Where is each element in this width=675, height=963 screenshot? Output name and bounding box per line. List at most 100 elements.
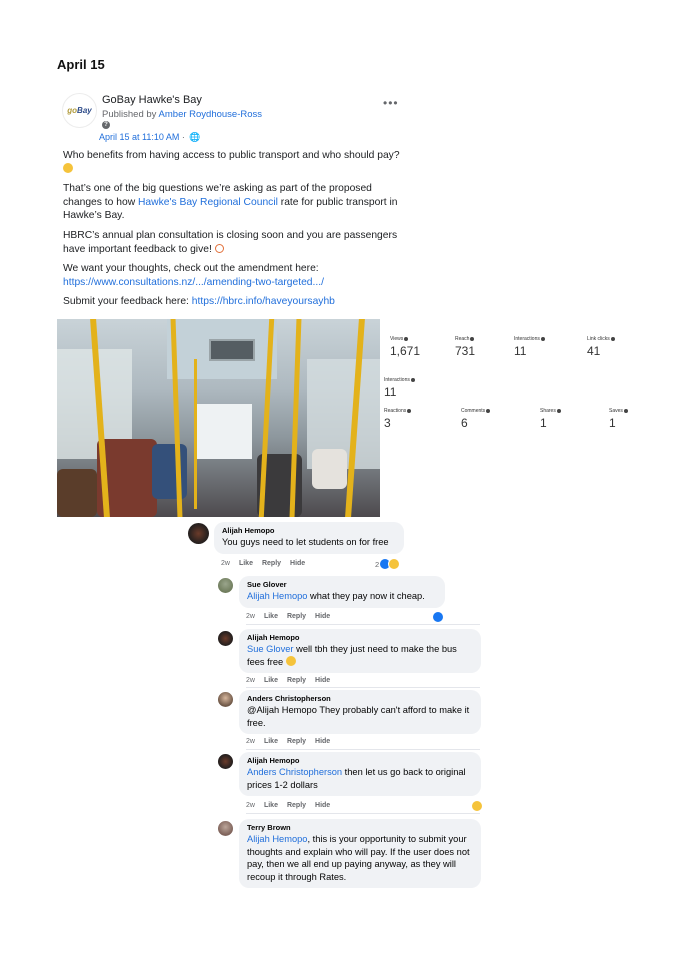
stat-label: Comments bbox=[461, 408, 486, 414]
avatar[interactable] bbox=[188, 523, 209, 544]
stat-label: Reactions bbox=[384, 408, 407, 414]
avatar[interactable] bbox=[218, 821, 233, 836]
comment-text: Anders Christopherson then let us go bac… bbox=[247, 766, 473, 791]
timestamp-text[interactable]: April 15 at 11:10 AM bbox=[99, 132, 180, 142]
info-icon[interactable] bbox=[470, 336, 475, 341]
stat-value: 731 bbox=[455, 344, 476, 358]
like-button[interactable]: Like bbox=[263, 738, 278, 745]
comment-author[interactable]: Terry Brown bbox=[247, 823, 291, 832]
hide-button[interactable]: Hide bbox=[290, 560, 306, 567]
haveyoursay-link[interactable]: https://hbrc.info/haveyoursayhb bbox=[191, 296, 335, 308]
photo-passenger bbox=[57, 469, 97, 517]
stat-value: 11 bbox=[514, 344, 527, 358]
haha-reaction-icon bbox=[471, 800, 483, 812]
stat-label: Link clicks bbox=[587, 336, 610, 342]
mention-link[interactable]: Alijah Hemopo bbox=[247, 834, 308, 844]
stat-saves: Saves 1 bbox=[609, 408, 628, 430]
smiling-emoji-icon bbox=[63, 162, 73, 173]
comment-body: what they pay now it cheap. bbox=[307, 591, 425, 601]
date-heading: April 15 bbox=[57, 57, 105, 72]
comment-bubble: Alijah Hemopo Sue Glover well tbh they j… bbox=[239, 629, 481, 673]
post-paragraph-2: That’s one of the big questions we’re as… bbox=[63, 182, 408, 223]
info-icon[interactable] bbox=[407, 408, 412, 413]
info-icon[interactable] bbox=[556, 408, 561, 413]
comment-bubble: Terry Brown Alijah Hemopo, this is your … bbox=[239, 819, 481, 888]
post-timestamp[interactable]: April 15 at 11:10 AM · 🌐 bbox=[99, 132, 201, 142]
info-icon[interactable] bbox=[486, 408, 491, 413]
comment-author[interactable]: Alijah Hemopo bbox=[222, 526, 275, 535]
hide-button[interactable]: Hide bbox=[315, 613, 331, 620]
post-paragraph-4: We want your thoughts, check out the ame… bbox=[63, 262, 408, 289]
p3-text: HBRC’s annual plan consultation is closi… bbox=[63, 229, 398, 255]
comment-text: You guys need to let students on for fre… bbox=[222, 537, 389, 547]
hide-button[interactable]: Hide bbox=[315, 738, 331, 745]
comment-actions: 2w Like Reply Hide bbox=[246, 677, 339, 684]
info-icon[interactable] bbox=[540, 336, 545, 341]
stat-comments: Comments 6 bbox=[461, 408, 491, 430]
comment-author[interactable]: Alijah Hemopo bbox=[247, 756, 300, 765]
info-icon[interactable] bbox=[410, 377, 415, 382]
comment-body: then let us go back to original prices 1… bbox=[247, 767, 466, 790]
comment-time: 2w bbox=[246, 677, 255, 684]
reply-button[interactable]: Reply bbox=[286, 802, 307, 809]
reaction-summary[interactable] bbox=[471, 800, 483, 812]
photo-vent bbox=[209, 339, 255, 361]
comment-body: , this is your opportunity to submit you… bbox=[247, 834, 470, 882]
help-icon[interactable]: ? bbox=[102, 121, 110, 129]
more-options-icon[interactable]: ••• bbox=[383, 96, 399, 110]
comment-bubble: Sue Glover Alijah Hemopo what they pay n… bbox=[239, 576, 445, 608]
like-button[interactable]: Like bbox=[263, 677, 278, 684]
avatar[interactable] bbox=[218, 631, 233, 646]
p2-text-after: rate for public transport in Hawke’s Bay… bbox=[63, 196, 398, 222]
page-name-link[interactable]: GoBay Hawke's Bay bbox=[102, 94, 202, 106]
reaction-summary[interactable] bbox=[432, 611, 444, 623]
stat-label: Saves bbox=[609, 408, 623, 414]
bus-interior-photo[interactable] bbox=[57, 319, 380, 517]
avatar[interactable] bbox=[218, 754, 233, 769]
haha-reaction-icon bbox=[388, 558, 401, 570]
comment-bubble: Alijah Hemopo You guys need to let stude… bbox=[214, 522, 404, 554]
avatar[interactable] bbox=[218, 692, 233, 707]
hide-button[interactable]: Hide bbox=[315, 677, 331, 684]
mention-link[interactable]: Anders Christopherson bbox=[247, 767, 343, 777]
stat-value: 1 bbox=[609, 416, 616, 430]
p2-text-before: That’s one of the big questions we’re as… bbox=[63, 183, 372, 208]
like-button[interactable]: Like bbox=[238, 560, 253, 567]
like-button[interactable]: Like bbox=[263, 802, 278, 809]
comment-text: Alijah Hemopo what they pay now it cheap… bbox=[247, 590, 437, 603]
like-button[interactable]: Like bbox=[263, 613, 278, 620]
stat-interactions-total: Interactions 11 bbox=[384, 377, 415, 399]
consultation-link[interactable]: https://www.consultations.nz/.../amendin… bbox=[63, 276, 324, 288]
reply-button[interactable]: Reply bbox=[261, 560, 282, 567]
post-insights: Views 1,671 Reach 731 Interactions 11 Li… bbox=[384, 336, 658, 446]
stat-value: 6 bbox=[461, 416, 468, 430]
stat-reach: Reach 731 bbox=[455, 336, 475, 358]
comment-time: 2w bbox=[246, 738, 255, 745]
mention-link[interactable]: Alijah Hemopo bbox=[247, 591, 308, 601]
hide-button[interactable]: Hide bbox=[315, 802, 331, 809]
comment-text: Sue Glover well tbh they just need to ma… bbox=[247, 643, 473, 668]
comment-author[interactable]: Alijah Hemopo bbox=[247, 633, 300, 642]
comment-author[interactable]: Sue Glover bbox=[247, 580, 287, 589]
info-icon[interactable] bbox=[404, 336, 409, 341]
hbrc-page-link[interactable]: Hawke's Bay Regional Council bbox=[138, 196, 278, 208]
info-icon[interactable] bbox=[623, 408, 628, 413]
mention-link[interactable]: Sue Glover bbox=[247, 644, 294, 654]
stat-interactions: Interactions 11 bbox=[514, 336, 545, 358]
comment-actions: 2w Like Reply Hide bbox=[246, 738, 339, 745]
publisher-link[interactable]: Amber Roydhouse-Ross bbox=[158, 109, 263, 120]
p1-text: Who benefits from having access to publi… bbox=[63, 150, 400, 161]
reply-button[interactable]: Reply bbox=[286, 738, 307, 745]
comment-author[interactable]: Anders Christopherson bbox=[247, 694, 331, 703]
divider bbox=[246, 813, 480, 814]
info-icon[interactable] bbox=[610, 336, 615, 341]
reaction-summary[interactable]: 2 bbox=[375, 558, 401, 570]
comment-bubble: Anders Christopherson @Alijah Hemopo The… bbox=[239, 690, 481, 734]
avatar[interactable] bbox=[218, 578, 233, 593]
reply-button[interactable]: Reply bbox=[286, 613, 307, 620]
photo-front-windshield bbox=[197, 404, 252, 459]
reply-button[interactable]: Reply bbox=[286, 677, 307, 684]
